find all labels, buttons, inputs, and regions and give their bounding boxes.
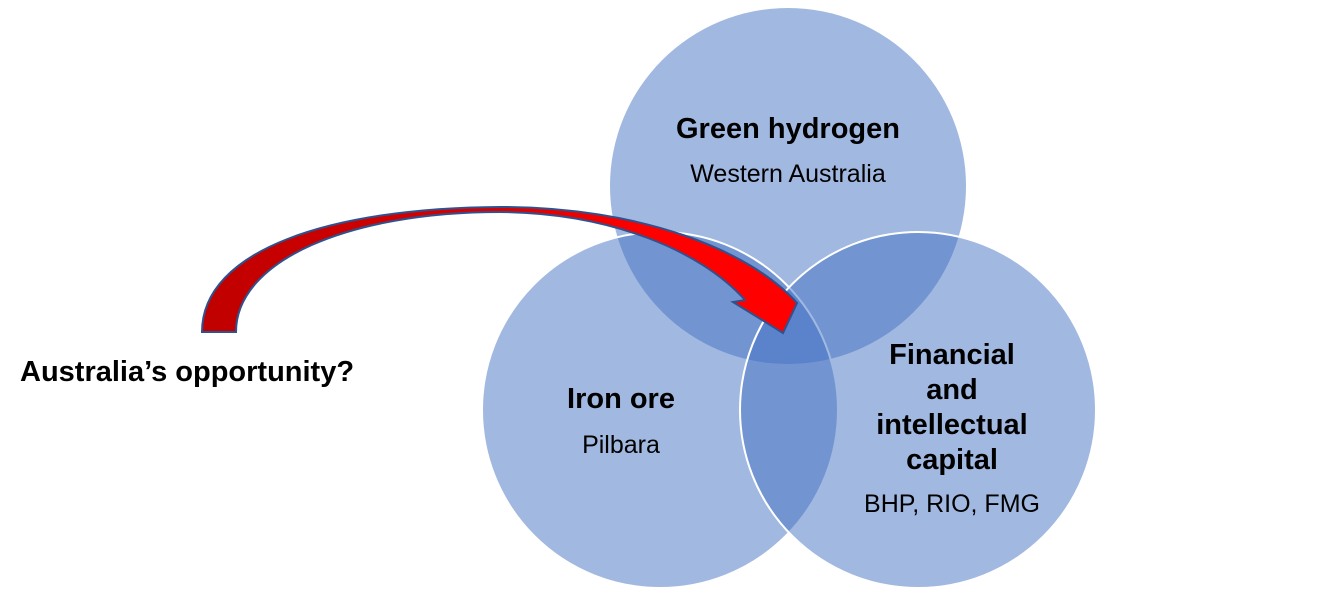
iron-ore-title: Iron ore (567, 383, 675, 415)
iron-ore-subtitle: Pilbara (582, 431, 660, 459)
capital-title-line-3: intellectual (876, 409, 1028, 441)
capital-title-line-2: and (926, 374, 978, 406)
capital-subtitle: BHP, RIO, FMG (864, 490, 1040, 518)
capital-title-line-4: capital (906, 444, 998, 476)
curved-arrow (200, 205, 799, 335)
green-hydrogen-subtitle: Western Australia (690, 160, 886, 188)
capital-title-line-1: Financial (889, 339, 1015, 371)
green-hydrogen-title: Green hydrogen (676, 113, 900, 145)
circle-capital (739, 231, 1097, 589)
opportunity-callout: Australia’s opportunity? (20, 356, 354, 388)
